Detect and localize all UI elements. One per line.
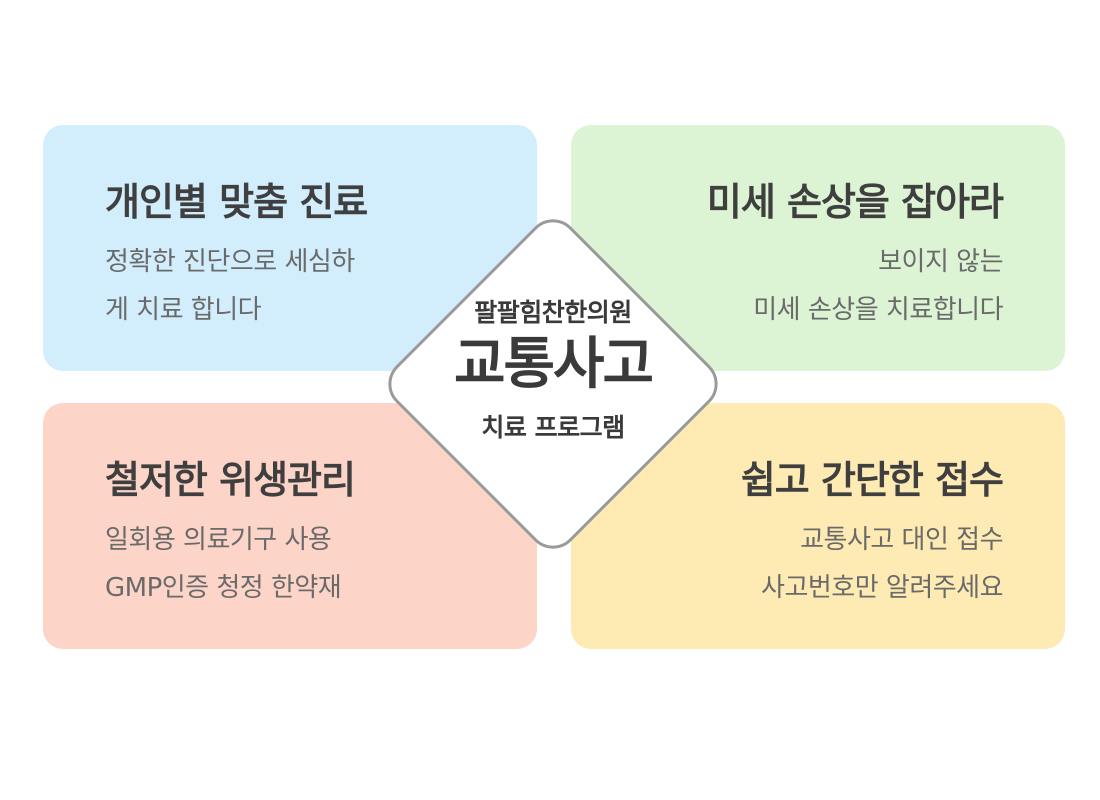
card-title: 철저한 위생관리 [105, 458, 356, 502]
card-easy-registration: 쉽고 간단한 접수 교통사고 대인 접수 사고번호만 알려주세요 [571, 403, 1065, 649]
card-desc-line-2: GMP인증 청정 한약재 [105, 573, 342, 603]
card-description: 정확한 진단으로 세심하 게 치료 합니다 [105, 238, 355, 334]
card-description: 보이지 않는 미세 손상을 치료합니다 [753, 238, 1003, 334]
card-description: 교통사고 대인 접수 사고번호만 알려주세요 [761, 516, 1003, 612]
card-description: 일회용 의료기구 사용 GMP인증 청정 한약재 [105, 516, 342, 612]
program-subtitle: 치료 프로그램 [481, 413, 625, 442]
card-desc-line-2: 게 치료 합니다 [105, 295, 262, 325]
card-desc-line-1: 교통사고 대인 접수 [800, 525, 1003, 555]
card-title: 미세 손상을 잡아라 [706, 180, 1004, 224]
center-label: 팔팔힘찬한의원 교통사고 치료 프로그램 [395, 300, 711, 440]
card-desc-line-2: 사고번호만 알려주세요 [761, 573, 1003, 603]
card-desc-line-1: 정확한 진단으로 세심하 [105, 247, 355, 277]
card-personalized-care: 개인별 맞춤 진료 정확한 진단으로 세심하 게 치료 합니다 [43, 125, 537, 371]
card-desc-line-1: 보이지 않는 [878, 247, 1003, 277]
card-title: 개인별 맞춤 진료 [105, 180, 368, 224]
card-desc-line-2: 미세 손상을 치료합니다 [753, 295, 1003, 325]
clinic-name: 팔팔힘찬한의원 [474, 298, 632, 327]
card-desc-line-1: 일회용 의료기구 사용 [105, 525, 332, 555]
program-title: 교통사고 [453, 332, 654, 397]
card-title: 쉽고 간단한 접수 [740, 458, 1004, 502]
